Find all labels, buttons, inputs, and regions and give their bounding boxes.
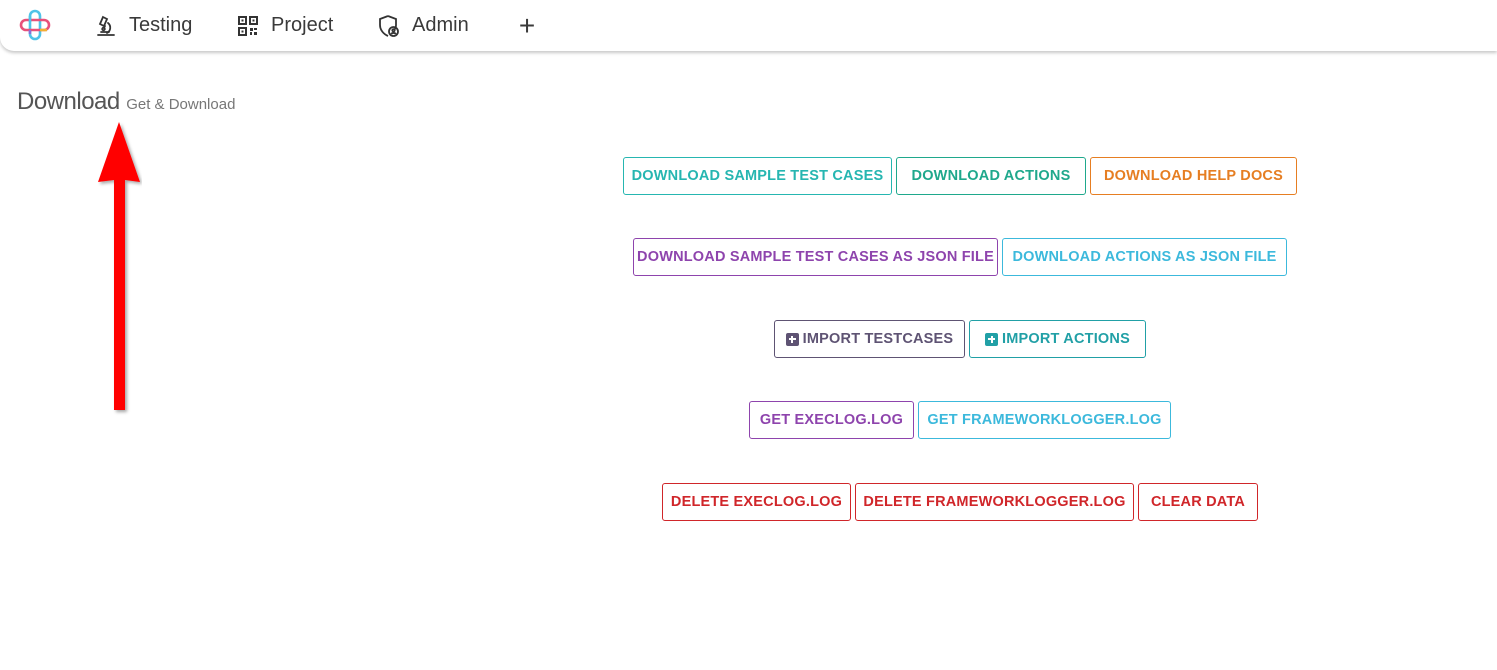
microscope-icon xyxy=(94,14,118,38)
import-actions-button[interactable]: IMPORT ACTIONS xyxy=(969,320,1146,358)
nav-testing[interactable]: Testing xyxy=(94,0,192,51)
nav-admin-label: Admin xyxy=(412,14,469,36)
download-actions-button[interactable]: DOWNLOAD ACTIONS xyxy=(896,157,1086,195)
import-testcases-label: IMPORT TESTCASES xyxy=(802,331,954,347)
plus-square-icon xyxy=(785,332,799,346)
download-sample-test-cases-button[interactable]: DOWNLOAD SAMPLE TEST CASES xyxy=(623,157,892,195)
import-actions-label: IMPORT ACTIONS xyxy=(1002,331,1130,347)
shield-user-icon xyxy=(377,14,401,38)
nav-admin[interactable]: Admin xyxy=(377,0,469,51)
page-title: Download xyxy=(17,88,120,115)
qr-code-icon xyxy=(236,14,260,38)
download-help-docs-button[interactable]: DOWNLOAD HELP DOCS xyxy=(1090,157,1297,195)
add-tab-button[interactable]: + xyxy=(518,9,536,41)
app-logo-icon[interactable] xyxy=(19,9,51,41)
top-navbar: Testing Project xyxy=(0,0,1497,51)
nav-project[interactable]: Project xyxy=(236,0,333,51)
nav-testing-label: Testing xyxy=(129,14,193,36)
clear-data-button[interactable]: CLEAR DATA xyxy=(1138,483,1258,521)
import-testcases-button[interactable]: IMPORT TESTCASES xyxy=(774,320,965,358)
delete-execlog-button[interactable]: DELETE EXECLOG.LOG xyxy=(662,483,851,521)
page-header: Download Get & Download xyxy=(17,88,235,116)
plus-square-icon xyxy=(985,332,999,346)
nav-project-label: Project xyxy=(271,14,334,36)
get-execlog-button[interactable]: GET EXECLOG.LOG xyxy=(749,401,914,439)
annotation-arrow-icon xyxy=(98,122,140,410)
get-frameworklogger-button[interactable]: GET FRAMEWORKLOGGER.LOG xyxy=(918,401,1171,439)
page-subtitle: Get & Download xyxy=(126,96,236,113)
delete-frameworklogger-button[interactable]: DELETE FRAMEWORKLOGGER.LOG xyxy=(855,483,1134,521)
download-actions-json-button[interactable]: DOWNLOAD ACTIONS AS JSON FILE xyxy=(1002,238,1287,276)
download-sample-test-cases-json-button[interactable]: DOWNLOAD SAMPLE TEST CASES AS JSON FILE xyxy=(633,238,998,276)
